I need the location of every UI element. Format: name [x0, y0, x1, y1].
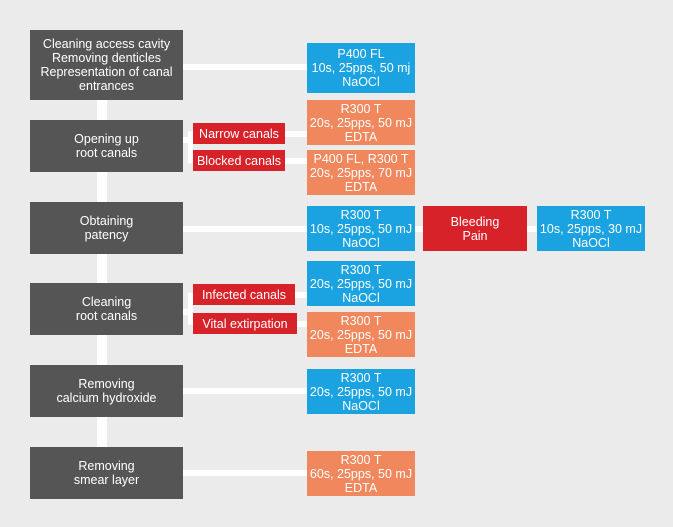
condition-line: Vital extirpation — [202, 316, 288, 331]
step-line: Cleaning — [81, 295, 132, 309]
step-cleaning-access-cavity: Cleaning access cavity Removing denticle… — [30, 30, 183, 100]
step-opening-up-root-canals: Opening up root canals — [30, 120, 183, 172]
setting-line: 60s, 25pps, 50 mJ — [309, 466, 413, 481]
step-line: Cleaning access cavity — [42, 37, 171, 51]
condition-line: Narrow canals — [199, 126, 279, 141]
setting-line: EDTA — [344, 341, 378, 356]
setting-line: EDTA — [344, 129, 378, 144]
step-line: entrances — [79, 79, 134, 93]
setting-line: R300 T — [340, 313, 382, 328]
step-line: root canals — [75, 309, 138, 323]
setting-r300t-nacl-patency: R300 T 10s, 25pps, 50 mJ NaOCl — [307, 206, 415, 251]
step-line: patency — [84, 228, 129, 242]
setting-r300t-nacl-infected: R300 T 20s, 25pps, 50 mJ NaOCl — [307, 261, 415, 306]
step-removing-calcium-hydroxide: Removing calcium hydroxide — [30, 365, 183, 417]
setting-line: R300 T — [340, 370, 382, 385]
setting-line: 20s, 25pps, 50 mJ — [309, 276, 413, 291]
vertical-connector — [97, 100, 107, 447]
connector-step1-setting1 — [183, 64, 307, 70]
condition-blocked-canals: Blocked canals — [193, 150, 285, 171]
connector-step6-setting — [183, 470, 307, 476]
condition-narrow-canals: Narrow canals — [193, 123, 285, 144]
connector-blocked-setting — [285, 158, 307, 164]
setting-line: 10s, 25pps, 50 mJ — [309, 221, 413, 236]
step-obtaining-patency: Obtaining patency — [30, 202, 183, 254]
setting-r300t-nacl-calcium: R300 T 20s, 25pps, 50 mJ NaOCl — [307, 369, 415, 414]
condition-line: Blocked canals — [196, 153, 282, 168]
step-removing-smear-layer: Removing smear layer — [30, 447, 183, 499]
setting-line: P400 FL, R300 T — [313, 151, 409, 166]
setting-r300t-edta-vital: R300 T 20s, 25pps, 50 mJ EDTA — [307, 312, 415, 357]
setting-p400fl-r300t-edta: P400 FL, R300 T 20s, 25pps, 70 mJ EDTA — [307, 150, 415, 195]
setting-line: EDTA — [344, 480, 378, 495]
step-line: Representation of canal — [40, 65, 173, 79]
step-cleaning-root-canals: Cleaning root canals — [30, 283, 183, 335]
setting-line: R300 T — [340, 452, 382, 467]
step-line: calcium hydroxide — [56, 391, 157, 405]
setting-line: NaOCl — [342, 290, 380, 305]
connector-narrow-setting — [285, 131, 307, 137]
connector-branch-2 — [188, 131, 193, 163]
step-line: root canals — [75, 146, 138, 160]
setting-line: 10s, 25pps, 50 mj — [311, 61, 411, 75]
setting-line: NaOCl — [342, 398, 380, 413]
condition-vital-extirpation: Vital extirpation — [193, 313, 297, 334]
setting-r300t-edta-narrow: R300 T 20s, 25pps, 50 mJ EDTA — [307, 100, 415, 145]
step-line: Opening up — [74, 132, 139, 146]
setting-line: 20s, 25pps, 50 mJ — [309, 115, 413, 130]
setting-line: 10s, 25pps, 30 mJ — [539, 221, 643, 236]
setting-line: 20s, 25pps, 50 mJ — [309, 327, 413, 342]
setting-line: R300 T — [340, 262, 382, 277]
step-line: Obtaining — [79, 214, 134, 228]
setting-line: R300 T — [340, 101, 382, 116]
condition-infected-canals: Infected canals — [193, 284, 295, 305]
condition-line: Infected canals — [201, 287, 287, 302]
setting-line: NaOCl — [342, 75, 380, 89]
setting-line: NaOCl — [572, 235, 610, 250]
step-line: Removing — [78, 459, 135, 473]
step-line: smear layer — [73, 473, 140, 487]
setting-r300t-nacl-bleeding: R300 T 10s, 25pps, 30 mJ NaOCl — [537, 206, 645, 251]
condition-line: Bleeding — [450, 214, 500, 229]
condition-bleeding-pain: Bleeding Pain — [423, 206, 527, 251]
condition-line: Pain — [462, 228, 488, 243]
setting-line: R300 T — [570, 207, 612, 222]
connector-branch-4 — [188, 293, 193, 325]
step-line: Removing — [78, 377, 135, 391]
step-line: Removing denticles — [51, 51, 162, 65]
connector-step5-setting — [183, 388, 307, 394]
setting-line: 20s, 25pps, 70 mJ — [309, 165, 413, 180]
setting-line: R300 T — [340, 207, 382, 222]
setting-p400fl-nacl: P400 FL 10s, 25pps, 50 mj NaOCl — [307, 43, 415, 93]
setting-line: EDTA — [344, 179, 378, 194]
setting-line: 20s, 25pps, 50 mJ — [309, 384, 413, 399]
setting-line: NaOCl — [342, 235, 380, 250]
setting-r300t-edta-smear: R300 T 60s, 25pps, 50 mJ EDTA — [307, 451, 415, 496]
connector-infected-setting — [285, 292, 307, 298]
setting-line: P400 FL — [337, 47, 385, 61]
